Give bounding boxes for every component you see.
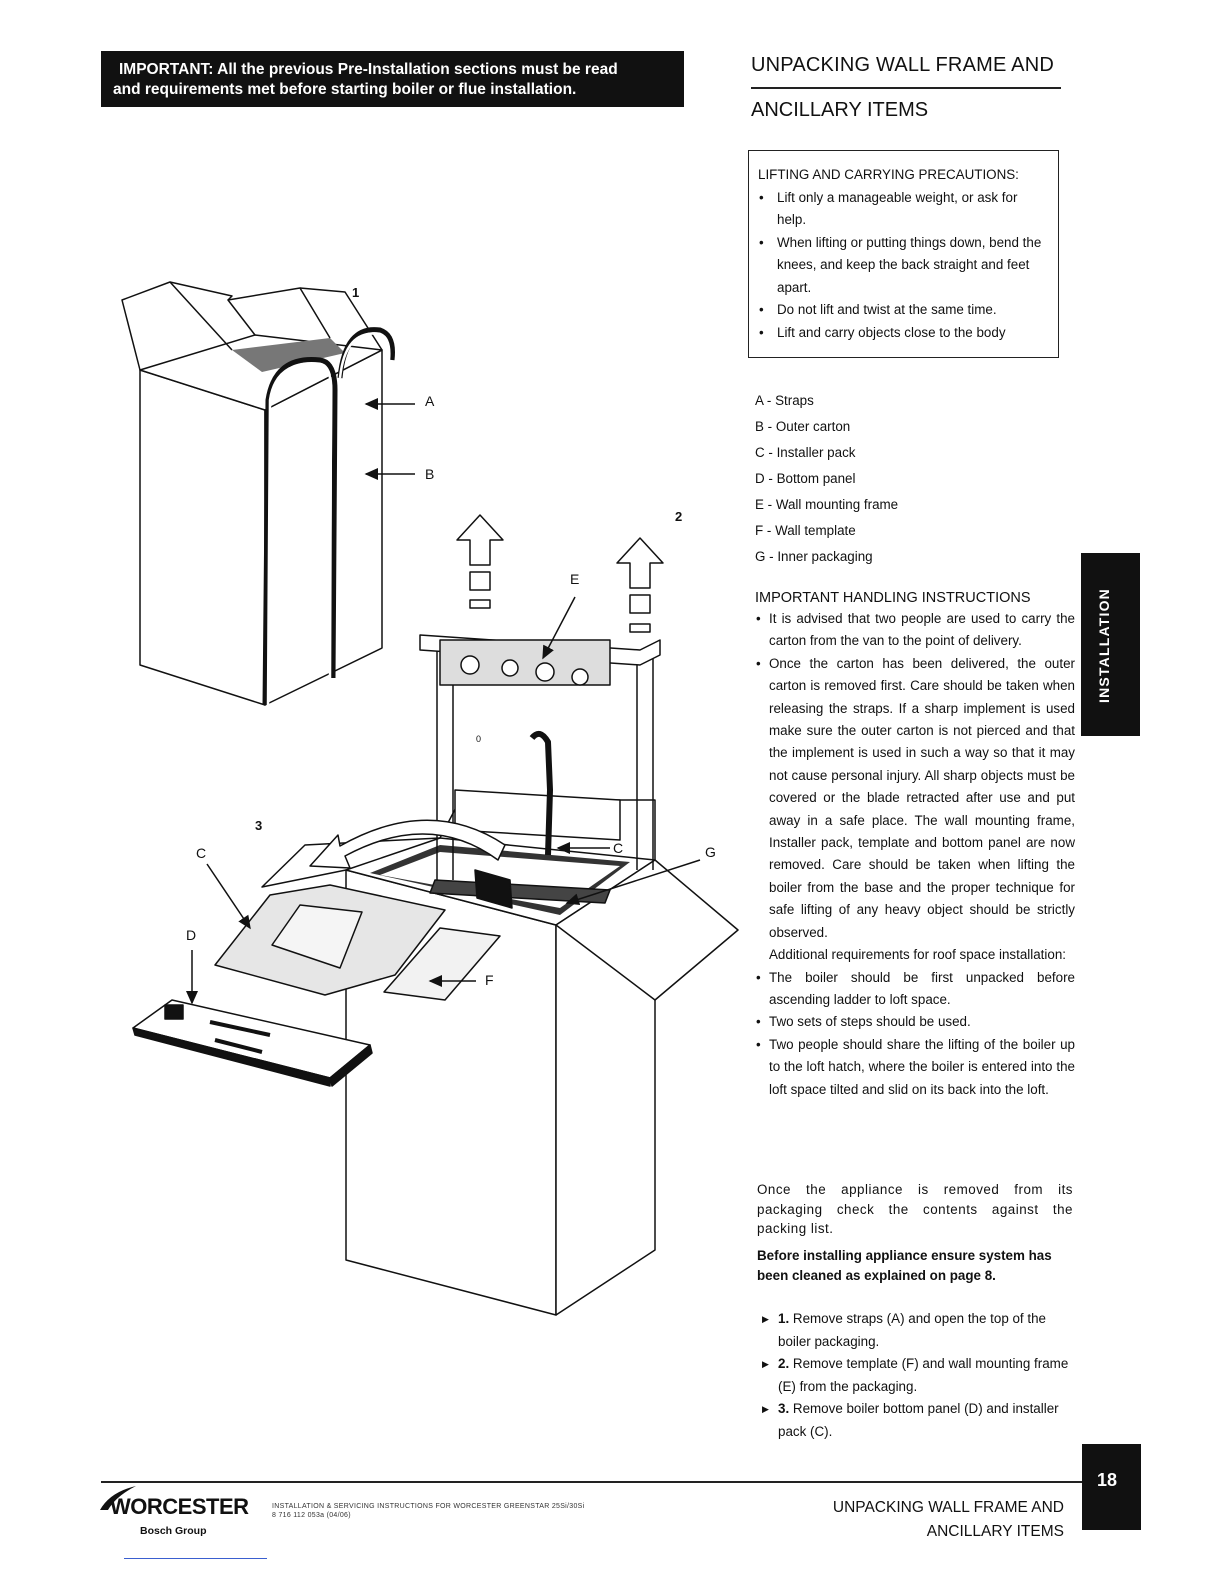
figure-label-3: 3 bbox=[255, 818, 262, 833]
arrow-c bbox=[206, 863, 251, 930]
legend-item: D - Bottom panel bbox=[755, 471, 856, 486]
step-number: 3. bbox=[778, 1401, 790, 1416]
list-item: Two people should share the lifting of t… bbox=[755, 1034, 1075, 1101]
legend-item: E - Wall mounting frame bbox=[755, 497, 899, 512]
label-g: G bbox=[705, 844, 716, 860]
wall-template bbox=[383, 927, 501, 1001]
document-reference: INSTALLATION & SERVICING INSTRUCTIONS FO… bbox=[272, 1502, 585, 1520]
handling-list: It is advised that two people are used t… bbox=[755, 608, 1075, 944]
step-item: ▶ 1. Remove straps (A) and open the top o… bbox=[762, 1308, 1072, 1353]
label-c: C bbox=[196, 845, 206, 861]
legend-item: F - Wall template bbox=[755, 523, 856, 538]
footer-section-title: UNPACKING WALL FRAME AND ANCILLARY ITEMS bbox=[760, 1496, 1064, 1544]
list-item: Two sets of steps should be used. bbox=[755, 1011, 1075, 1034]
page-number: 18 bbox=[1097, 1470, 1118, 1490]
list-item: Once the carton has been delivered, the … bbox=[755, 653, 1075, 944]
triangle-bullet-icon: ▶ bbox=[762, 1404, 769, 1414]
title-divider bbox=[751, 87, 1061, 89]
step-text: Remove template (F) and wall mounting fr… bbox=[778, 1356, 1069, 1394]
roof-space-intro: Additional requirements for roof space i… bbox=[769, 947, 1066, 963]
footer-title-line-1: UNPACKING WALL FRAME AND bbox=[832, 1499, 1064, 1516]
step-number: 1. bbox=[778, 1311, 790, 1326]
handling-title: IMPORTANT HANDLING INSTRUCTIONS bbox=[755, 590, 1031, 606]
page-title-line-2: ANCILLARY ITEMS bbox=[751, 99, 929, 121]
document-title: INSTALLATION & SERVICING INSTRUCTIONS FO… bbox=[272, 1503, 585, 1510]
list-item: Lift and carry objects close to the body bbox=[758, 322, 1050, 345]
important-notice: IMPORTANT: All the previous Pre-Installa… bbox=[101, 51, 684, 107]
triangle-bullet-icon: ▶ bbox=[762, 1359, 769, 1369]
section-tab-label: INSTALLATION bbox=[1096, 588, 1112, 703]
figure-1-carton bbox=[121, 281, 395, 706]
lifting-precautions-list: Lift only a manageable weight, or ask fo… bbox=[758, 187, 1050, 345]
handling-instructions: IMPORTANT HANDLING INSTRUCTIONS It is ad… bbox=[755, 590, 1075, 1101]
label-e: E bbox=[570, 571, 579, 587]
figure-label-1: 1 bbox=[352, 285, 359, 300]
legend-item: C - Installer pack bbox=[755, 445, 856, 460]
legend-item: A - Straps bbox=[755, 393, 814, 408]
step-text: Remove boiler bottom panel (D) and insta… bbox=[778, 1401, 1059, 1439]
step-item: ▶ 3. Remove boiler bottom panel (D) and i… bbox=[762, 1398, 1072, 1443]
steps-list: ▶ 1. Remove straps (A) and open the top o… bbox=[762, 1308, 1072, 1443]
packing-list-note: Once the appliance is removed from its p… bbox=[757, 1182, 1073, 1236]
label-b: B bbox=[425, 466, 434, 482]
page-number-tab bbox=[1082, 1444, 1141, 1530]
label-c: C bbox=[613, 840, 623, 856]
important-line-1: IMPORTANT: All the previous Pre-Installa… bbox=[119, 61, 618, 78]
step-text: Remove straps (A) and open the top of th… bbox=[778, 1311, 1046, 1349]
document-code: 8 716 112 053a (04/06) bbox=[272, 1512, 351, 1519]
brand-logo: WORCESTER bbox=[110, 1494, 249, 1519]
up-arrow-icon bbox=[616, 537, 664, 633]
step-item: ▶ 2. Remove template (F) and wall mountin… bbox=[762, 1353, 1072, 1398]
footer-divider bbox=[101, 1481, 1141, 1483]
curved-arrow-icon bbox=[309, 819, 506, 869]
parts-legend: A - Straps B - Outer carton C - Installe… bbox=[755, 388, 898, 570]
step-number: 2. bbox=[778, 1356, 790, 1371]
important-line-2: and requirements met before starting boi… bbox=[113, 81, 577, 98]
legend-item: B - Outer carton bbox=[755, 419, 851, 434]
unpacking-illustration: 0 1 2 3 A B E C C D F bbox=[121, 281, 739, 1316]
arrow-e bbox=[542, 596, 576, 660]
section-tab: INSTALLATION bbox=[1081, 553, 1140, 736]
roof-space-list: The boiler should be first unpacked befo… bbox=[755, 967, 1075, 1101]
up-arrow-icon bbox=[456, 514, 504, 609]
link-underline bbox=[124, 1558, 267, 1559]
frame-mark: 0 bbox=[476, 734, 481, 744]
list-item: The boiler should be first unpacked befo… bbox=[755, 967, 1075, 1012]
list-item: Do not lift and twist at the same time. bbox=[758, 299, 1050, 322]
system-cleaning-note: Before installing appliance ensure syste… bbox=[757, 1248, 1052, 1283]
list-item: Lift only a manageable weight, or ask fo… bbox=[758, 187, 1050, 232]
label-a: A bbox=[425, 393, 435, 409]
triangle-bullet-icon: ▶ bbox=[762, 1314, 769, 1324]
worcester-swoosh-icon bbox=[100, 1486, 136, 1510]
legend-item: G - Inner packaging bbox=[755, 549, 873, 564]
page-title-line-1: UNPACKING WALL FRAME AND bbox=[751, 54, 1054, 76]
label-d: D bbox=[186, 927, 196, 943]
list-item: It is advised that two people are used t… bbox=[755, 608, 1075, 653]
list-item: When lifting or putting things down, ben… bbox=[758, 232, 1050, 300]
wall-mounting-frame: 0 bbox=[419, 634, 661, 909]
figure-label-2: 2 bbox=[675, 509, 682, 524]
lifting-precautions-box: LIFTING AND CARRYING PRECAUTIONS: Lift o… bbox=[748, 150, 1059, 358]
brand-group: Bosch Group bbox=[140, 1525, 207, 1537]
label-f: F bbox=[485, 972, 494, 988]
bottom-panel bbox=[132, 999, 373, 1087]
arrow-g bbox=[565, 859, 701, 906]
footer-title-line-2: ANCILLARY ITEMS bbox=[926, 1523, 1064, 1540]
lifting-precautions-title: LIFTING AND CARRYING PRECAUTIONS: bbox=[758, 167, 1019, 182]
